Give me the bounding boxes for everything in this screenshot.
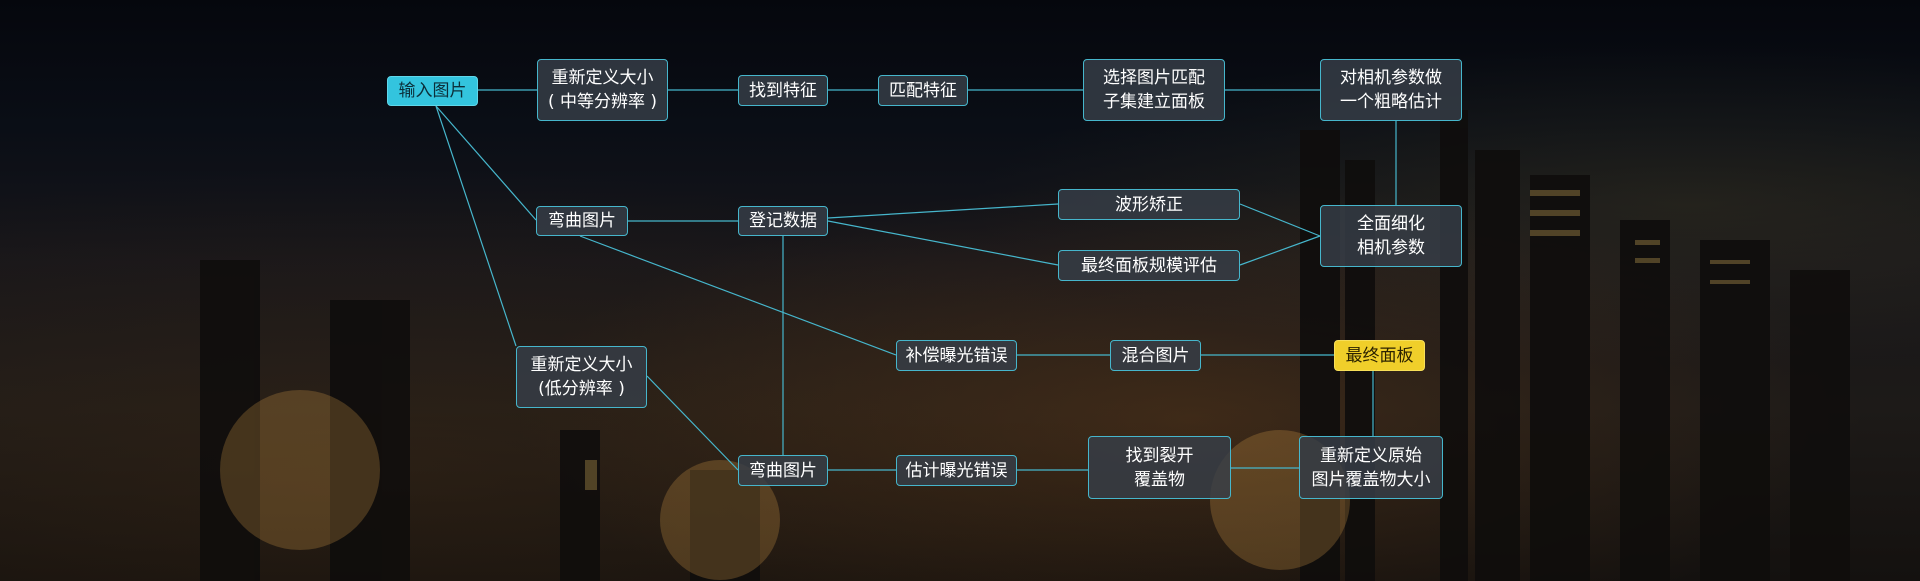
node-find-features: 找到特征 xyxy=(738,75,828,106)
node-select-matches: 选择图片匹配 子集建立面板 xyxy=(1083,59,1225,121)
node-refine-params: 全面细化 相机参数 xyxy=(1320,205,1462,267)
node-estimate-exposure: 估计曝光错误 xyxy=(896,455,1017,486)
node-warp-image-bottom: 弯曲图片 xyxy=(738,455,828,486)
edge-input-to-warp-top xyxy=(435,105,537,221)
node-compensate-exposure: 补偿曝光错误 xyxy=(896,340,1017,371)
node-find-seams: 找到裂开 覆盖物 xyxy=(1088,436,1231,499)
edge-input-to-resize-low xyxy=(435,105,517,347)
node-blend-images: 混合图片 xyxy=(1110,340,1201,371)
node-wave-correction: 波形矫正 xyxy=(1058,189,1240,220)
node-warp-image-top: 弯曲图片 xyxy=(536,206,628,236)
edge-wave-to-refine xyxy=(1239,203,1321,237)
node-rough-estimate: 对相机参数做 一个粗略估计 xyxy=(1320,59,1462,121)
edge-final-scale-to-refine xyxy=(1239,235,1321,266)
node-resize-low: 重新定义大小 (低分辨率 ) xyxy=(516,346,647,408)
node-resize-original: 重新定义原始 图片覆盖物大小 xyxy=(1299,436,1443,499)
node-register-data: 登记数据 xyxy=(738,206,828,236)
node-input-image: 输入图片 xyxy=(387,76,478,106)
node-match-features: 匹配特征 xyxy=(878,75,968,106)
edge-resize-low-to-warp-bottom xyxy=(646,375,739,471)
edge-register-to-wave xyxy=(827,203,1059,219)
node-resize-medium: 重新定义大小 ( 中等分辨率 ) xyxy=(537,59,668,121)
edge-warp-top-to-compensate xyxy=(579,235,897,356)
node-final-panorama: 最终面板 xyxy=(1334,340,1425,371)
edge-register-to-final-scale xyxy=(827,220,1059,266)
node-final-scale: 最终面板规模评估 xyxy=(1058,250,1240,281)
